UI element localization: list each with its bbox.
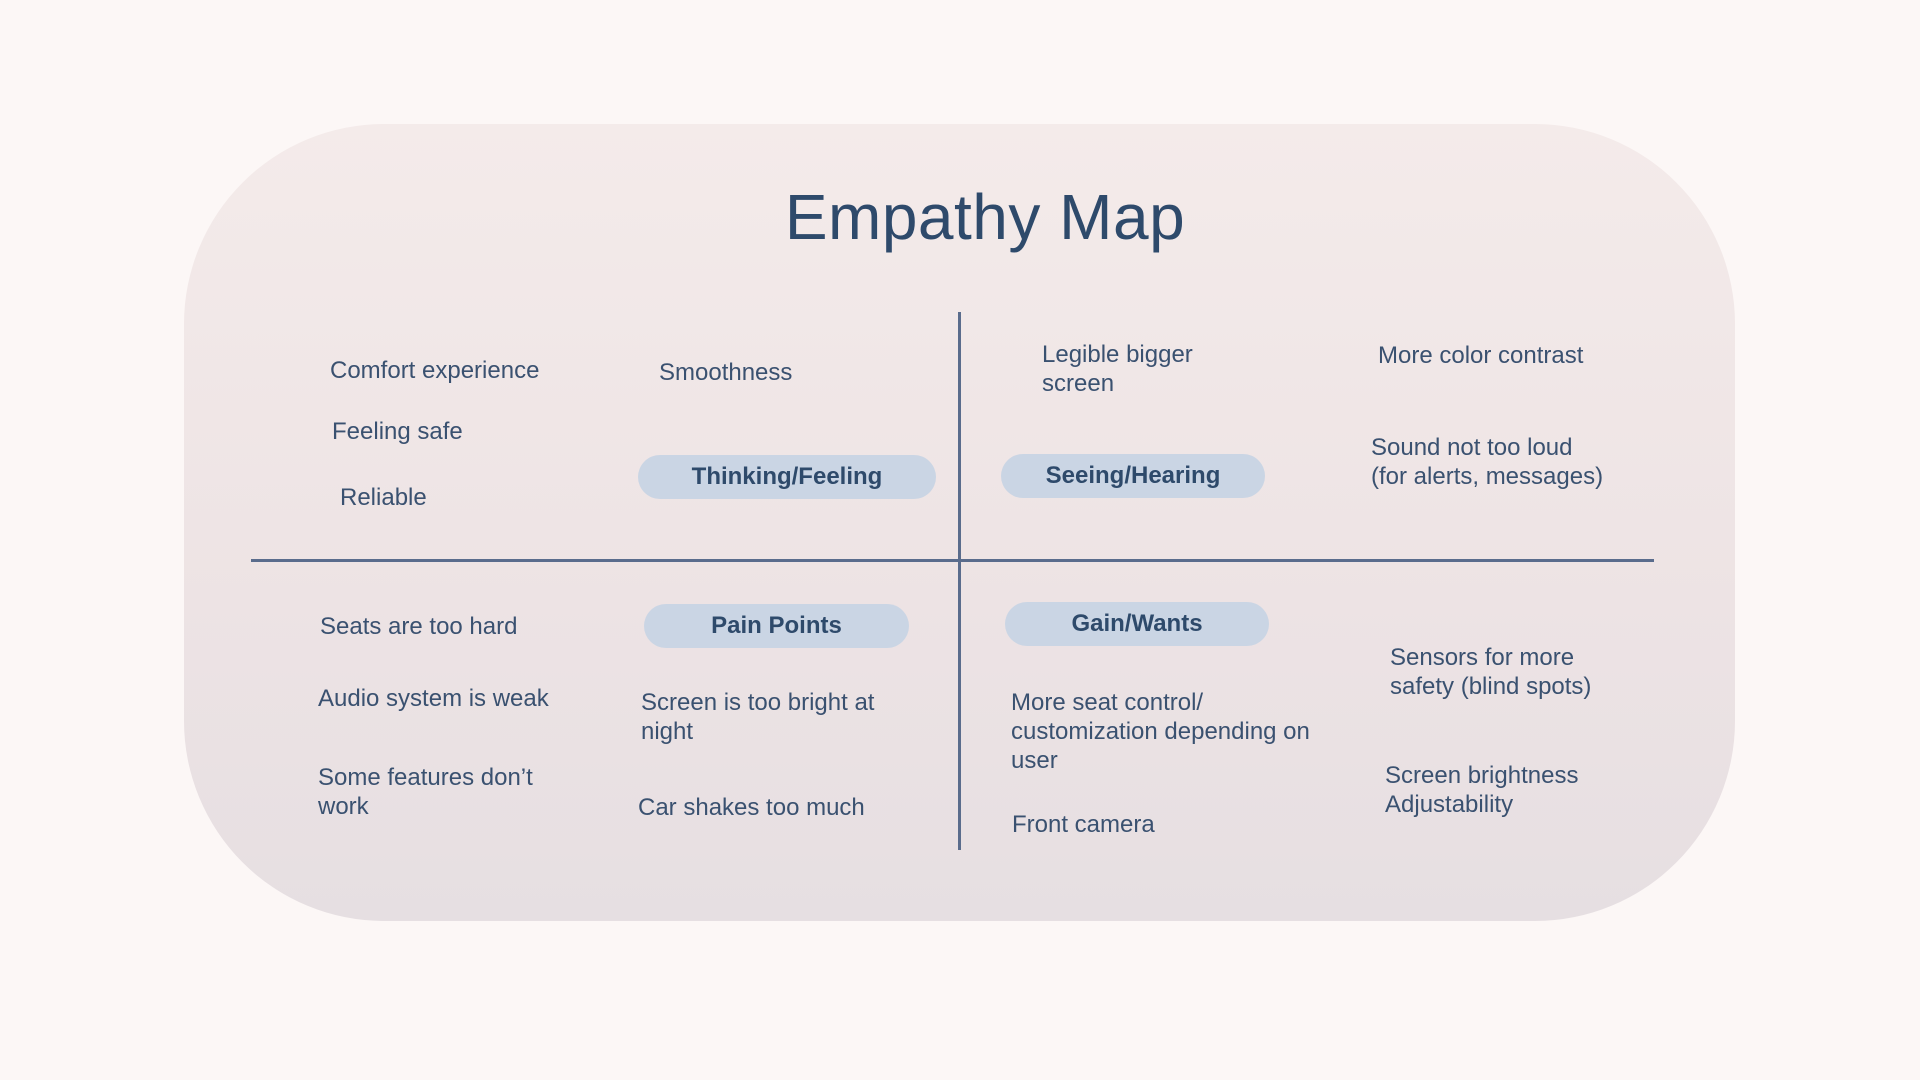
sticky-note: Legible bigger screen (1042, 341, 1193, 397)
sticky-note: More color contrast (1378, 342, 1584, 369)
sticky-note: Sound not too loud (for alerts, messages… (1371, 434, 1604, 490)
sticky-note: Some features don’t work (318, 764, 533, 820)
sticky-note: Reliable (340, 484, 427, 511)
sticky-note: Screen is too bright at night (641, 689, 875, 745)
sticky-note: Car shakes too much (638, 794, 865, 821)
sticky-note: Comfort experience (330, 357, 540, 384)
sticky-note: Feeling safe (332, 418, 463, 445)
horizontal-divider (251, 559, 1654, 562)
quadrant-label-pain-points: Pain Points (644, 604, 909, 648)
vertical-divider (958, 312, 961, 850)
sticky-note: Sensors for more safety (blind spots) (1390, 644, 1592, 700)
quadrant-label-seeing-hearing: Seeing/Hearing (1001, 454, 1265, 498)
sticky-note: Audio system is weak (318, 685, 549, 712)
sticky-note: Front camera (1012, 811, 1155, 838)
sticky-note: Smoothness (659, 359, 793, 386)
page-title: Empathy Map (784, 181, 1186, 253)
sticky-note: More seat control/ customization dependi… (1011, 689, 1310, 774)
sticky-note: Seats are too hard (320, 613, 518, 640)
quadrant-label-gain-wants: Gain/Wants (1005, 602, 1269, 646)
sticky-note: Screen brightness Adjustability (1385, 762, 1579, 818)
quadrant-label-thinking-feeling: Thinking/Feeling (638, 455, 936, 499)
